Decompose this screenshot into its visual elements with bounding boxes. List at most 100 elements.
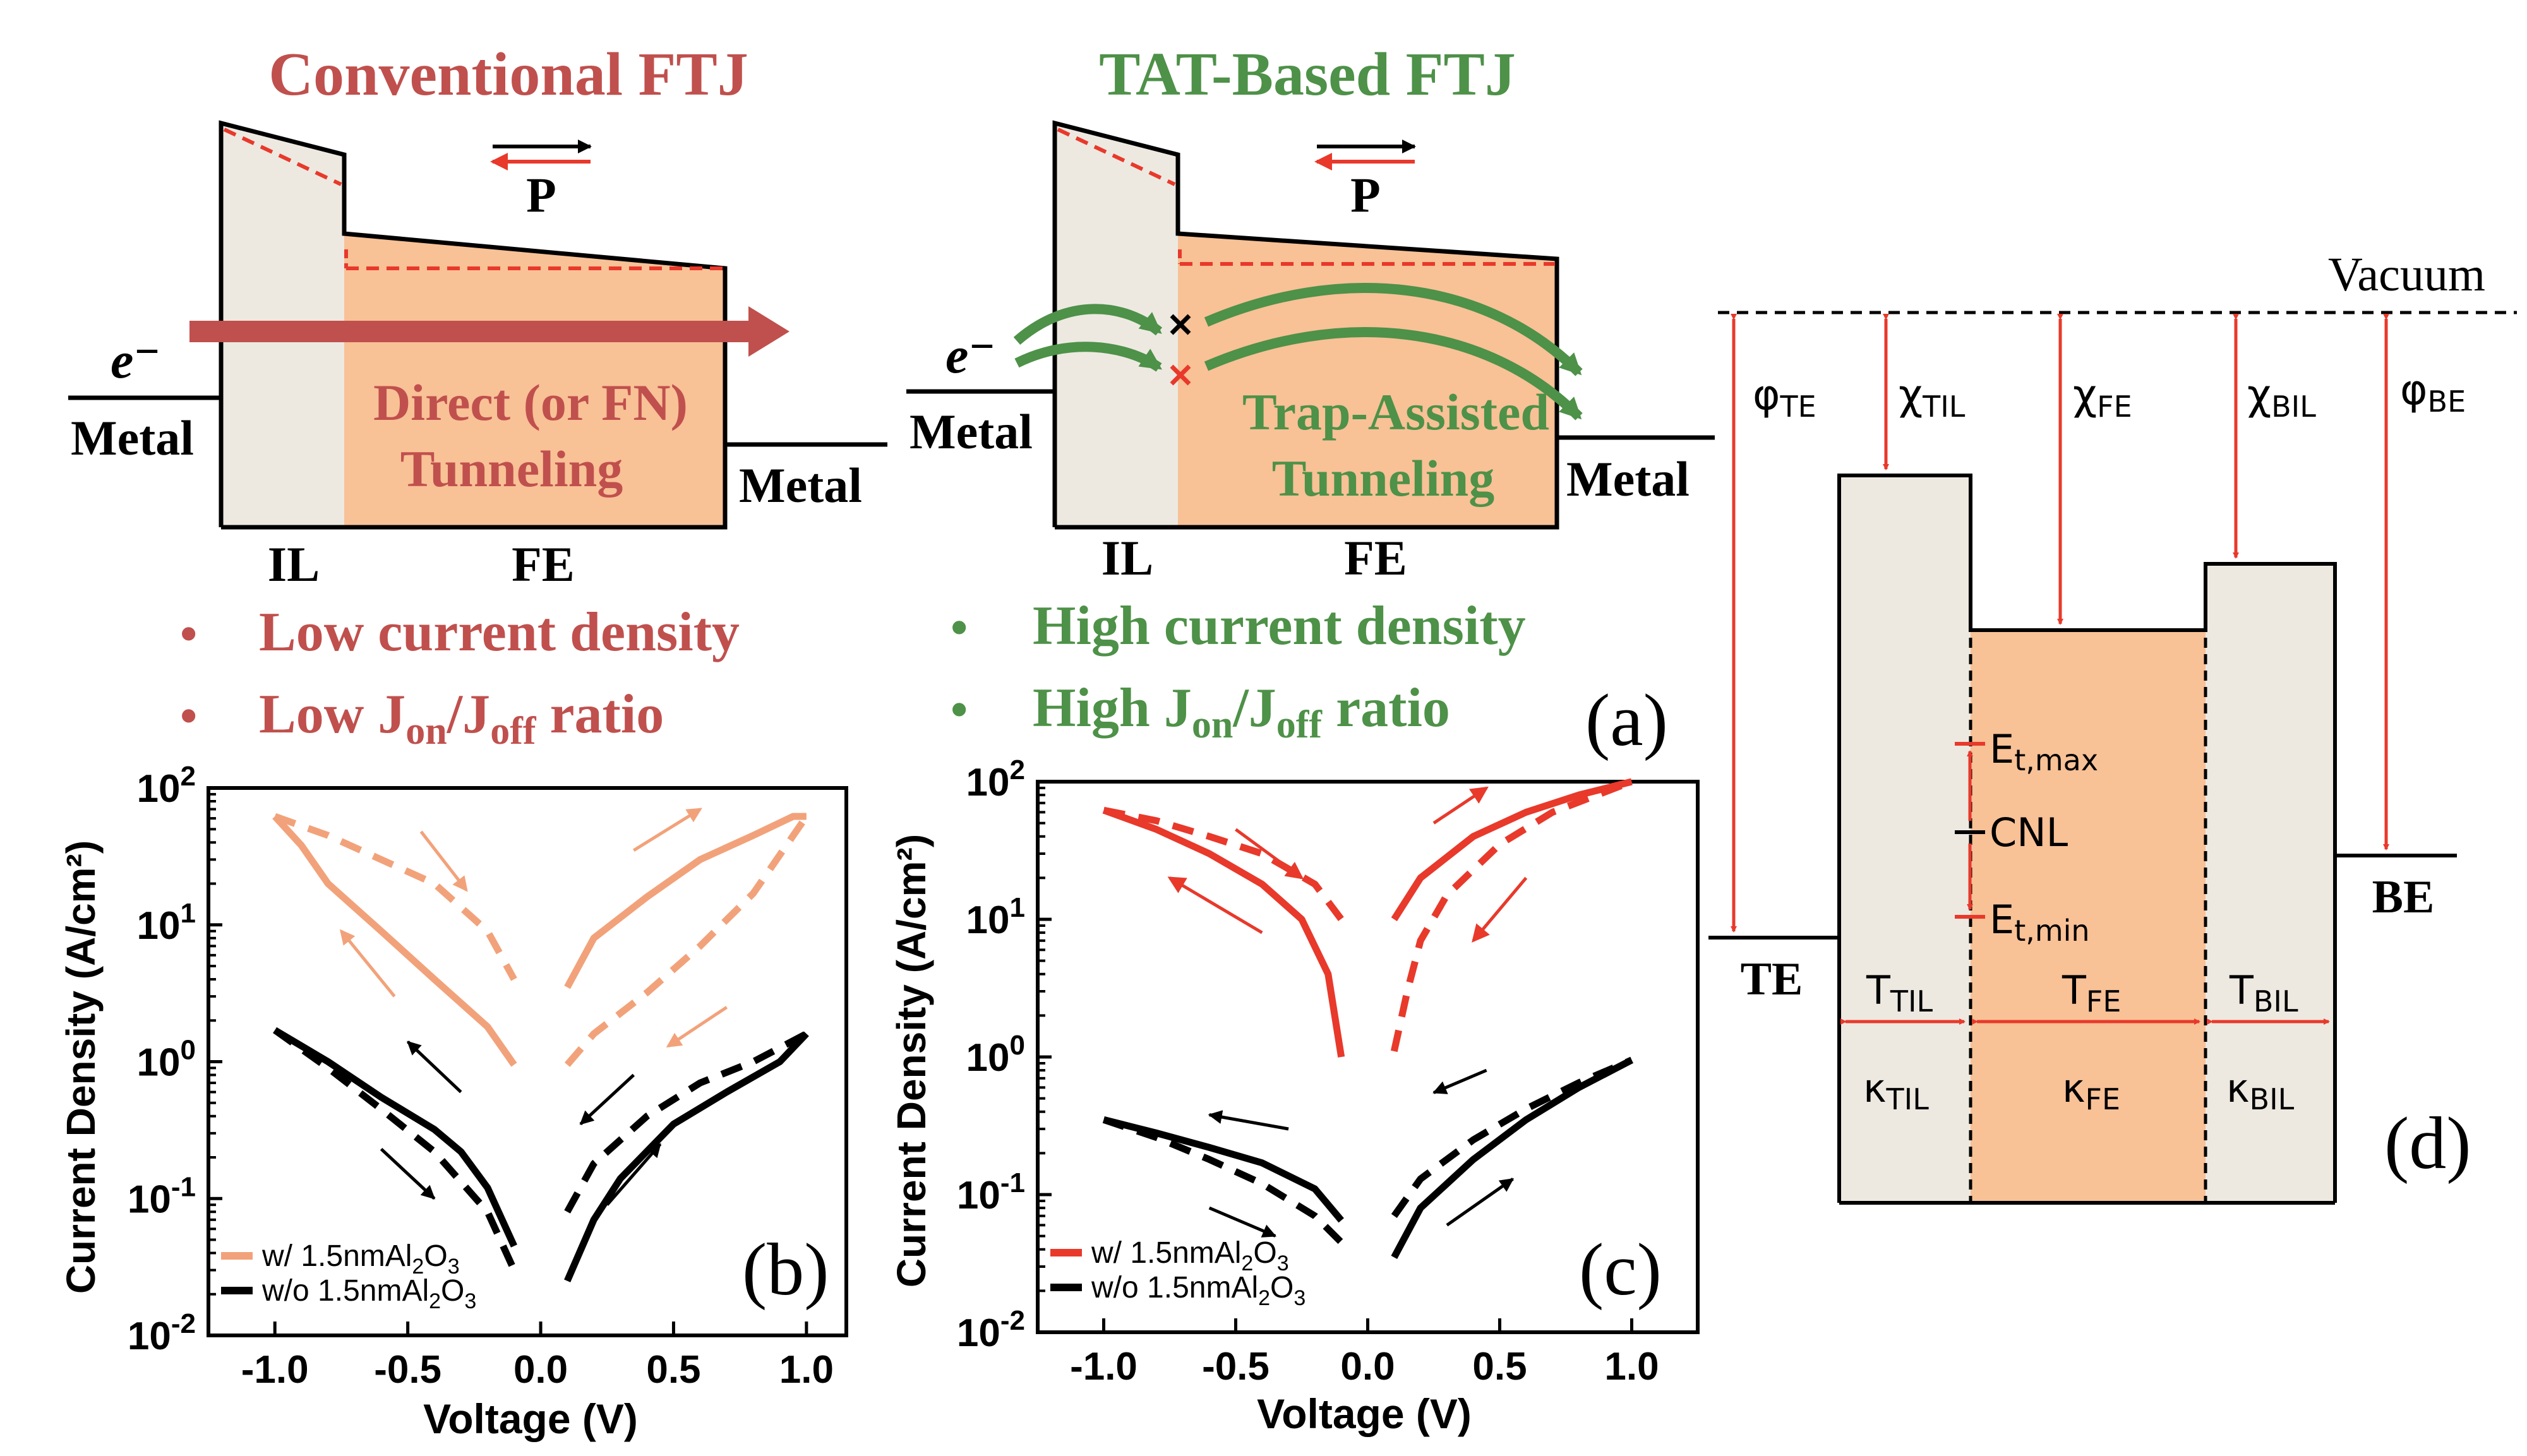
tat-il-label: IL [1101,530,1153,585]
tat-electron-label: e⁻ [945,326,996,384]
legend-label: w/o 1.5nmAl2O3 [261,1274,476,1313]
conventional-fe-label: FE [512,537,575,592]
y-tick-label: 101 [966,892,1025,942]
conventional-electron-label: e⁻ [111,331,161,389]
band-outline [1708,474,2457,940]
sweep-direction-arrow [339,929,396,998]
x-tick-label: 0.0 [1340,1345,1395,1388]
tat-bullet2: High Jon/Joff ratio [1033,677,1450,746]
series-line-5 [273,1027,517,1272]
tat-bullet1-dot: • [951,600,968,655]
bil-layer [2206,564,2335,1203]
conventional-left-metal: Metal [71,410,194,465]
series-line-1 [1103,806,1345,922]
tat-p-label: P [1350,167,1381,222]
tat-il-barrier [1055,123,1178,527]
chart-b-panel-label: (b) [742,1228,829,1311]
series-line-0 [272,814,517,1067]
tat-title: TAT-Based FTJ [1099,40,1516,109]
vacuum-label: Vacuum [2328,248,2485,301]
cnl-label: CNL [1990,809,2068,856]
sweep-direction-arrow [380,1148,436,1200]
series-line-3 [564,814,810,1067]
series-line-7 [1391,1056,1633,1218]
x-tick-label: 0.5 [1472,1345,1527,1388]
conventional-bullet2-dot: • [180,688,197,743]
t-til-label: TTIL [1866,967,1933,1018]
tat-left-metal: Metal [909,404,1033,459]
chi-til-label: χTIL [1899,371,1966,424]
conventional-il-label: IL [268,537,320,592]
energy-band-diagram: Vacuum TE BE φTE χTIL χFE χBIL φBE [1708,248,2517,1205]
sweep-direction-arrow [1235,828,1304,880]
sweep-direction-arrow [1208,1110,1289,1131]
series-line-6 [1391,1056,1634,1259]
x-tick-label: -1.0 [241,1348,309,1392]
tat-fe-label: FE [1344,530,1407,585]
chi-bil-label: χBIL [2247,371,2316,424]
y-tick-label: 100 [966,1030,1025,1080]
te-label: TE [1741,953,1803,1005]
conventional-bullet1: Low current density [259,602,740,663]
tat-arrow-out-lower [1204,327,1583,421]
et-max-label: Et,max [1990,726,2098,777]
x-tick-label: -0.5 [1202,1345,1270,1388]
legend-label: w/o 1.5nmAl2O3 [1091,1271,1306,1310]
chart-c-panel-label: (c) [1579,1228,1662,1311]
y-tick-label: 10-1 [128,1171,196,1221]
conventional-tunnel-line1: Direct (or FN) [373,374,688,431]
series-line-1 [273,813,517,981]
til-layer [1839,475,1971,1203]
k-fe-label: κFE [2062,1065,2120,1116]
chart-b-xlabel: Voltage (V) [423,1395,638,1442]
conventional-ftj-diagram: Conventional FTJ e⁻ Metal Metal Direct (… [68,40,887,753]
chart-c-ylabel: Current Density (A/cm²) [889,834,934,1287]
series-line-7 [564,1030,808,1214]
sweep-direction-arrow [1446,1178,1515,1227]
conventional-tunnel-line2: Tunneling [400,440,623,498]
series-line-3 [1390,778,1633,1053]
et-min-label: Et,min [1990,897,2090,948]
fe-barrier [344,234,725,527]
series-line-6 [564,1031,809,1282]
conventional-title: Conventional FTJ [268,40,748,109]
series-line-4 [1103,1116,1344,1223]
tat-barrier-outline [1052,120,1559,530]
tat-arrow-out-upper [1204,283,1583,376]
fe-layer [1971,630,2206,1203]
sweep-direction-arrow [606,1143,662,1206]
series-line-5 [1102,1116,1344,1245]
sweep-direction-arrow [1432,1068,1487,1094]
tat-arrow-in-upper [1013,304,1163,345]
tat-bullet1: High current density [1033,595,1526,657]
y-tick-label: 10-2 [957,1305,1025,1355]
sweep-direction-arrow [1432,786,1489,825]
sweep-direction-arrow [579,1073,635,1126]
chi-fe-label: χFE [2073,371,2132,424]
sweep-direction-arrow [633,808,702,852]
conventional-bullet1-dot: • [180,606,197,661]
tat-ftj-diagram: TAT-Based FTJ e⁻ Metal Metal Trap-Assist… [906,40,1715,761]
series-line-2 [564,813,807,989]
t-bil-label: TBIL [2229,967,2298,1018]
series-line-0 [1102,807,1345,1058]
phi-te-label: φTE [1753,371,1816,424]
sweep-direction-arrow [1208,1206,1277,1238]
y-tick-label: 102 [966,755,1025,804]
sweep-direction-arrow [1167,876,1263,934]
series-line-4 [273,1027,517,1248]
phi-be-label: φBE [2400,366,2466,419]
x-tick-label: 0.5 [646,1348,700,1392]
panel-d-label: (d) [2384,1102,2471,1184]
k-til-label: κTIL [1863,1065,1929,1116]
sweep-direction-arrow [419,830,468,892]
x-tick-label: 1.0 [1604,1345,1659,1388]
k-bil-label: κBIL [2226,1065,2295,1116]
y-tick-label: 10-1 [957,1167,1025,1217]
trap-cross-black [1170,314,1191,335]
legend-label: w/ 1.5nmAl2O3 [1091,1236,1289,1275]
t-fe-label: TFE [2062,967,2121,1018]
